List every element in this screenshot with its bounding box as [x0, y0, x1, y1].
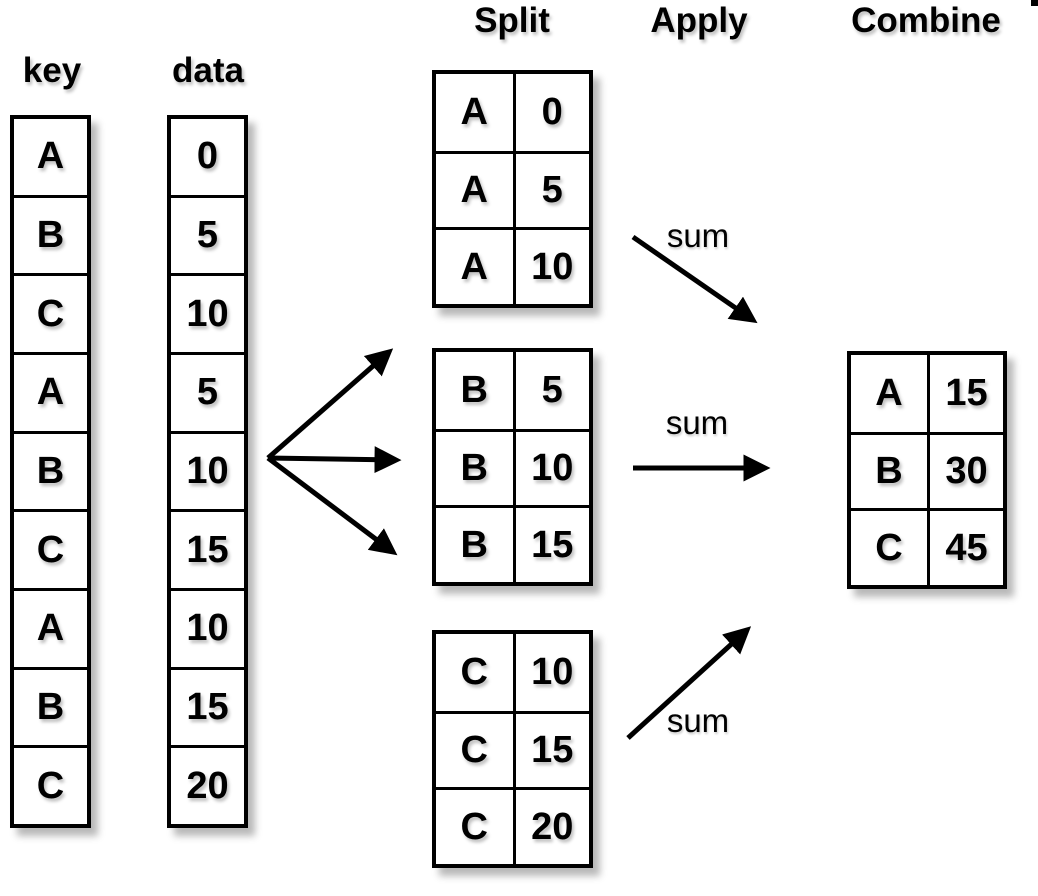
split-arrow-to-group-c [266, 456, 398, 556]
group-value-cell: 10 [512, 428, 589, 506]
key-cell: B [14, 666, 87, 746]
group-value-cell: 5 [512, 352, 590, 429]
group-value-cell: 15 [512, 505, 589, 582]
data-cell: 0 [196, 135, 219, 178]
data-cell: 5 [171, 352, 244, 431]
data-cell: 10 [171, 588, 244, 667]
split-table-group-b: B 5 B 10 B 15 [432, 348, 593, 586]
data-column-table: 0 5 10 5 10 15 10 15 20 [167, 115, 248, 828]
group-key-cell: B [436, 428, 513, 506]
data-cell: 10 [171, 273, 244, 352]
key-column-header: key [22, 51, 82, 90]
data-column-header: data [172, 51, 244, 90]
result-key-cell: A [875, 371, 903, 414]
combine-result-table: A 15 B 30 C 45 [847, 351, 1007, 589]
result-key-cell: B [851, 431, 927, 509]
key-cell: A [36, 135, 65, 178]
split-table-group-c: C 10 C 15 C 20 [432, 630, 593, 868]
data-cell: 15 [171, 509, 244, 588]
split-table-group-a: A 0 A 5 A 10 [432, 70, 593, 308]
group-key-cell: C [436, 787, 513, 864]
data-cell: 15 [171, 666, 244, 746]
group-key-cell: A [436, 150, 513, 228]
key-cell: B [14, 430, 87, 510]
group-key-cell: A [460, 90, 488, 133]
data-cell: 10 [171, 430, 244, 510]
group-value-cell: 10 [512, 634, 590, 711]
split-arrow-to-group-a [266, 348, 394, 460]
key-cell: C [14, 509, 87, 588]
group-key-cell: B [460, 368, 488, 411]
result-value-cell: 45 [927, 508, 1003, 585]
group-value-cell: 15 [512, 710, 589, 788]
result-value-cell: 30 [927, 431, 1003, 509]
sum-label-group-a: sum [666, 217, 730, 254]
data-cell: 20 [171, 745, 244, 824]
group-key-cell: C [460, 650, 488, 693]
result-value-cell: 15 [927, 355, 1003, 432]
sum-label-group-c: sum [666, 702, 730, 739]
page-corner-artifact [1031, 0, 1038, 6]
group-key-cell: B [436, 505, 513, 582]
group-key-cell: A [436, 227, 513, 304]
split-arrow-to-group-b [267, 446, 402, 474]
key-cell: B [14, 194, 87, 274]
sum-label-group-b: sum [665, 404, 729, 441]
key-cell: C [14, 273, 87, 352]
apply-stage-header: Apply [650, 1, 748, 40]
split-stage-header: Split [474, 1, 550, 40]
key-cell: A [14, 588, 87, 667]
group-value-cell: 10 [512, 227, 589, 304]
key-cell: C [14, 745, 87, 824]
combine-stage-header: Combine [851, 1, 1001, 40]
group-key-cell: C [436, 710, 513, 788]
result-key-cell: C [851, 508, 927, 585]
key-cell: A [14, 352, 87, 431]
data-cell: 5 [171, 194, 244, 274]
group-value-cell: 5 [512, 150, 589, 228]
group-value-cell: 20 [512, 787, 589, 864]
key-column-table: A B C A B C A B C [10, 115, 91, 828]
group-value-cell: 0 [512, 74, 590, 151]
